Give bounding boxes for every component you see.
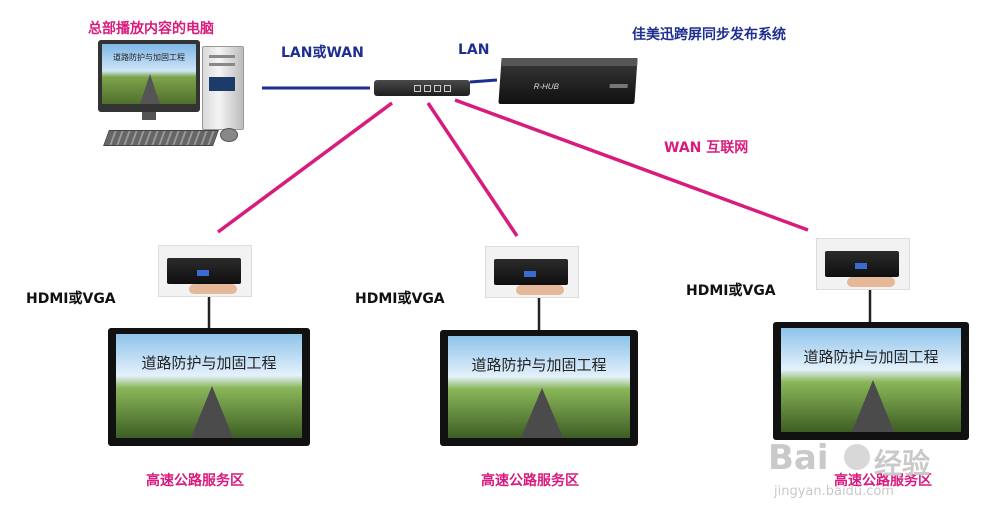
media-box-2	[485, 246, 579, 298]
network-switch	[374, 80, 470, 96]
tv-3: 道路防护与加固工程	[773, 322, 969, 440]
baidu-logo-text: Bai	[768, 438, 829, 478]
site-label-2: 高速公路服务区	[481, 473, 579, 489]
tv-1-text: 道路防护与加固工程	[141, 354, 277, 372]
wan-link-3	[454, 98, 809, 232]
tv-3-screen: 道路防护与加固工程	[781, 328, 961, 432]
system-name-label: 佳美迅跨屏同步发布系统	[632, 27, 786, 43]
media-box-3	[816, 238, 910, 290]
rhub-server: R-HUB	[498, 58, 638, 104]
rhub-server-brand: R-HUB	[533, 82, 560, 91]
tv-2-text: 道路防护与加固工程	[471, 356, 607, 374]
pc-monitor-screen: 道路防护与加固工程	[102, 44, 196, 104]
tv-2: 道路防护与加固工程	[440, 330, 638, 446]
hdmi-label-1: HDMI或VGA	[26, 291, 116, 307]
lan-label: LAN	[458, 42, 490, 58]
site-label-1: 高速公路服务区	[146, 473, 244, 489]
lan-or-wan-label: LAN或WAN	[281, 45, 364, 61]
lan-link	[469, 78, 498, 84]
pc-monitor: 道路防护与加固工程	[98, 40, 200, 120]
baidu-paw-icon	[844, 444, 870, 470]
tv-3-text: 道路防护与加固工程	[803, 348, 939, 366]
wan-link-2	[426, 102, 519, 237]
site-label-3: 高速公路服务区	[834, 473, 932, 489]
hq-pc-label: 总部播放内容的电脑	[88, 21, 214, 37]
pc-tower	[202, 46, 244, 130]
hq-computer: 道路防护与加固工程	[98, 38, 248, 150]
baidu-watermark: Bai 经验 jingyan.baidu.com	[768, 438, 968, 508]
baidu-url: jingyan.baidu.com	[774, 484, 894, 499]
wan-link-1	[216, 101, 394, 234]
tv-1-screen: 道路防护与加固工程	[116, 334, 302, 438]
wan-internet-label: WAN 互联网	[664, 140, 749, 156]
hdmi-label-2: HDMI或VGA	[355, 291, 445, 307]
pc-monitor-text: 道路防护与加固工程	[113, 53, 185, 62]
pc-keyboard	[103, 130, 219, 146]
tv-2-screen: 道路防护与加固工程	[448, 336, 630, 438]
hdmi-label-3: HDMI或VGA	[686, 283, 776, 299]
media-box-1	[158, 245, 252, 297]
tv-1: 道路防护与加固工程	[108, 328, 310, 446]
baidu-logo-cn: 经验	[874, 447, 931, 480]
pc-mouse	[220, 128, 238, 142]
